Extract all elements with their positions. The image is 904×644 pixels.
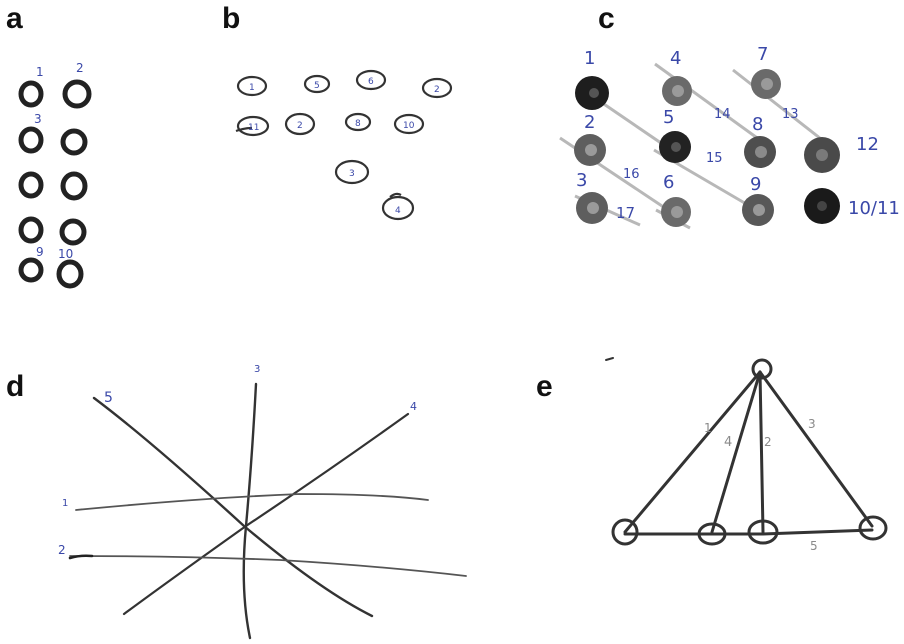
node [611,518,639,546]
ring-tail [389,192,402,198]
ring [236,75,268,97]
node [747,519,779,545]
panel-a-label: 2 [76,61,84,75]
line-1 [75,493,429,511]
panel-c-label: 14 [714,107,731,122]
ring [18,80,44,108]
panel-d-label: 4 [410,400,417,413]
panel-d-lines [68,382,467,640]
node [858,515,888,541]
panel-e-letter: e [536,370,553,403]
panel-c-label: 7 [757,44,768,65]
ring [56,259,84,289]
panel-a-label: 1 [36,65,44,79]
panel-b-ring-label: 4 [395,206,401,216]
ring [303,74,331,94]
edge-2 [758,370,765,534]
edge-1 [623,370,762,534]
panel-c-rings [574,69,840,227]
ring [236,115,270,137]
panel-c-diagonals [559,62,831,230]
panel-e-label: 3 [808,417,816,431]
ring [62,79,92,109]
panel-c-label: 2 [584,112,595,133]
panel-b-letter: b [222,2,241,35]
panel-e-label: 4 [724,435,732,450]
panel-d-label: 1 [62,498,68,509]
panel-a-labels: 1 2 3 9 10 [34,61,84,261]
panel-e-labels: 1 4 2 3 5 [704,417,818,553]
ring [59,218,87,246]
line-2 [69,555,467,577]
panel-c-label: 10/11 [848,198,900,219]
ring [18,126,44,154]
panel-c-label: 16 [623,167,640,182]
panel-c-label: 6 [663,172,674,193]
panel-a-label: 10 [58,247,73,261]
panel-d-label: 5 [104,390,113,406]
edge-5 [623,528,874,536]
panel-b-ring-label: 3 [349,169,355,179]
panel-b-labels: 1 5 6 2 11 2 8 10 3 4 [248,77,440,216]
panel-e-label: 1 [704,421,712,435]
panel-c-label: 12 [856,134,879,155]
panel-c-labels: 1 4 7 2 5 14 8 13 12 15 3 16 6 9 10/11 1… [576,44,900,222]
ring [393,113,425,135]
panel-c-label: 9 [750,174,761,195]
panel-b-ring-label: 5 [314,81,320,91]
ring [60,171,88,201]
panel-e-graph [605,357,888,546]
ring [421,77,453,99]
line-5 [92,396,374,618]
panel-d-letter: d [6,370,25,403]
ring [18,257,44,283]
panel-b-ring-label: 2 [434,85,440,95]
panel-c-label: 1 [584,48,595,69]
panel-a-label: 3 [34,112,42,126]
panel-c-label: 13 [782,107,799,122]
line-4 [122,412,410,616]
ring [18,216,44,244]
panel-d-label: 2 [58,543,66,557]
node [751,358,773,380]
panel-e-label: 2 [764,435,772,449]
panel-c-label: 8 [752,114,763,135]
panel-b-rings [235,69,453,221]
node [697,522,727,546]
panel-c-label: 3 [576,170,587,191]
panel-b-ring-label: 6 [368,77,374,87]
panel-d-label: 3 [254,364,260,375]
ring [334,159,370,185]
ring [381,195,415,221]
panel-a-rings [18,79,92,289]
ring [355,69,387,91]
panel-b-ring-label: 11 [248,123,259,133]
panel-a-label: 9 [36,245,44,259]
edge-4 [710,370,762,534]
panel-c-letter: c [598,2,615,35]
panel-b-ring-label: 1 [249,83,255,93]
panel-e-label: 5 [810,539,818,553]
panel-b-ring-label: 8 [355,119,361,129]
ring [18,171,44,199]
panel-c-label: 15 [706,151,723,166]
panel-a-letter: a [6,2,23,35]
panel-b-ring-label: 2 [297,121,303,131]
panel-c-label: 4 [670,48,681,69]
panel-c-label: 5 [663,107,674,128]
edge-3 [758,370,874,528]
ring-tail [235,126,253,133]
ring [344,112,372,132]
line-3 [242,382,258,640]
panel-b-ring-label: 10 [403,121,415,131]
panel-c-label: 17 [616,204,635,222]
ring [284,112,316,136]
ring [60,128,88,156]
panel-d-labels: 5 3 4 1 2 [58,364,417,557]
